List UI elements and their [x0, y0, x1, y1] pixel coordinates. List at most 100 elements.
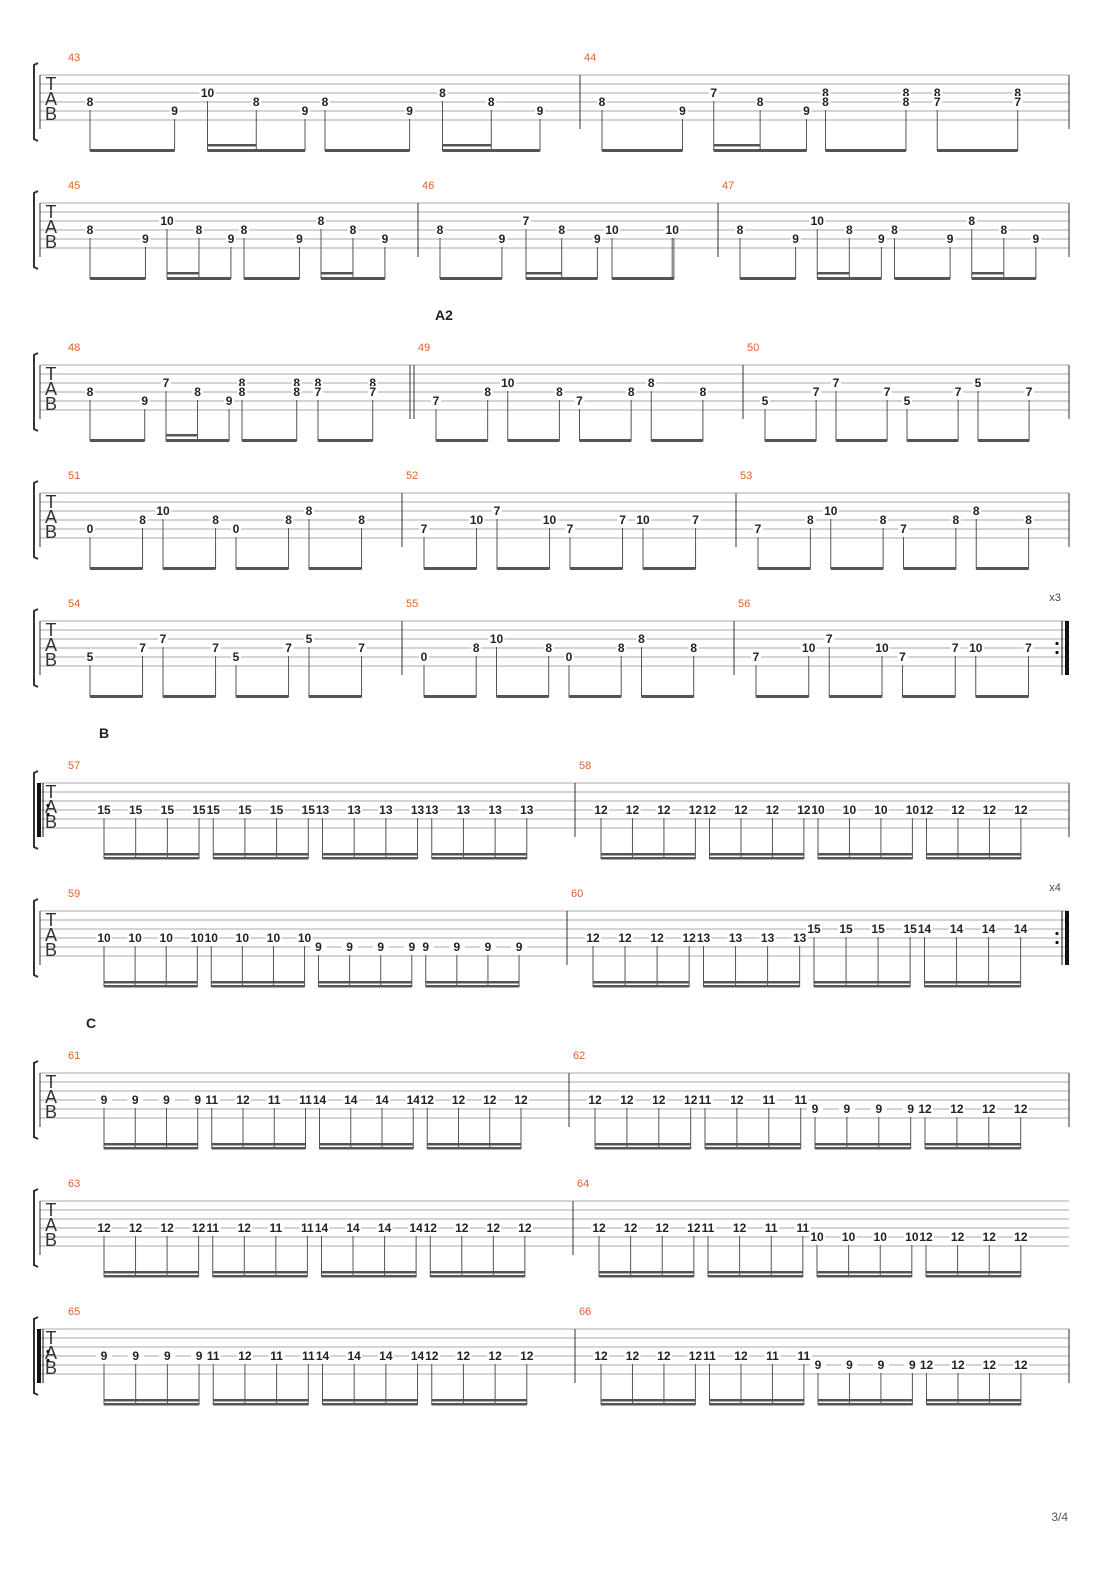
- fret-background: [735, 224, 745, 236]
- fret-background: [649, 932, 666, 944]
- fret-background: [437, 87, 448, 99]
- fret-number: 7: [494, 504, 501, 518]
- beam: [90, 277, 146, 280]
- fret-background: [966, 215, 977, 227]
- beam: [207, 149, 306, 152]
- beam-16th: [708, 1271, 803, 1274]
- fret-number: 7: [433, 394, 440, 408]
- fret-background: [949, 804, 966, 816]
- beam: [319, 1147, 414, 1150]
- fret-background: [367, 377, 378, 389]
- fret-background: [685, 1222, 702, 1234]
- fret-background: [159, 1222, 176, 1234]
- fret-number: 12: [586, 931, 600, 945]
- beam-16th: [431, 853, 527, 856]
- fret-number: 12: [689, 1349, 703, 1363]
- fret-number: 15: [238, 803, 252, 817]
- fret-number: 9: [408, 940, 415, 954]
- beam: [431, 1403, 527, 1406]
- fret-number: 9: [315, 940, 322, 954]
- fret-number: 9: [947, 232, 954, 246]
- fret-background: [556, 224, 567, 236]
- fret-number: 15: [207, 803, 221, 817]
- fret-background: [763, 1222, 780, 1234]
- fret-background: [294, 233, 305, 245]
- fret-number: 9: [878, 232, 885, 246]
- fret-number: 8: [628, 385, 635, 399]
- fret-background: [512, 1094, 529, 1106]
- fret-number: 9: [846, 1358, 853, 1372]
- measure-number: 62: [573, 1050, 585, 1062]
- fret-number: 10: [824, 504, 838, 518]
- beam: [211, 1147, 306, 1150]
- tab-clef-letter: T: [46, 492, 57, 512]
- fret-background: [753, 523, 763, 535]
- fret-number: 11: [268, 1093, 281, 1107]
- fret-background: [760, 395, 770, 407]
- fret-number: 13: [348, 803, 362, 817]
- fret-background: [541, 514, 558, 526]
- beam: [595, 1147, 691, 1150]
- fret-number: 13: [520, 803, 534, 817]
- fret-number: 9: [679, 104, 686, 118]
- beam: [978, 439, 1030, 442]
- fret-number: 12: [657, 803, 671, 817]
- beam: [236, 567, 289, 570]
- fret-background: [435, 224, 445, 236]
- fret-background: [210, 642, 221, 654]
- fret-background: [404, 105, 415, 117]
- tab-clef-letter: A: [45, 1087, 57, 1107]
- fret-background: [1012, 1359, 1029, 1371]
- fret-number: 12: [238, 1221, 252, 1235]
- fret-background: [654, 1222, 671, 1234]
- fret-background: [687, 804, 704, 816]
- fret-background: [346, 804, 363, 816]
- beam: [643, 567, 696, 570]
- beam: [90, 149, 175, 152]
- fret-background: [485, 1222, 502, 1234]
- fret-number: 12: [487, 1221, 501, 1235]
- tab-clef-letter: B: [45, 104, 57, 124]
- fret-background: [300, 105, 311, 117]
- fret-background: [981, 1359, 998, 1371]
- beam: [601, 1403, 696, 1406]
- section-label: B: [99, 725, 109, 741]
- fret-background: [409, 1350, 426, 1362]
- beam: [907, 439, 959, 442]
- fret-number: 10: [298, 931, 312, 945]
- fret-number: 10: [875, 641, 889, 655]
- fret-number: 11: [762, 1093, 775, 1107]
- fret-background: [479, 941, 496, 953]
- beam-16th: [817, 1271, 912, 1274]
- beam-16th: [925, 1143, 1021, 1146]
- tab-clef-letter: T: [46, 620, 57, 640]
- fret-background: [1012, 96, 1023, 108]
- fret-background: [973, 377, 983, 389]
- tab-clef-letter: B: [45, 812, 57, 832]
- fret-background: [85, 96, 95, 108]
- fret-number: 14: [918, 922, 932, 936]
- fret-number: 7: [934, 95, 941, 109]
- fret-number: 13: [697, 931, 711, 945]
- fret-background: [792, 1094, 809, 1106]
- beam: [496, 695, 549, 698]
- fret-number: 9: [101, 1349, 108, 1363]
- fret-background: [1012, 1231, 1029, 1243]
- fret-background: [918, 804, 935, 816]
- fret-number: 15: [807, 922, 821, 936]
- fret-background: [950, 514, 961, 526]
- fret-number: 10: [97, 931, 111, 945]
- fret-background: [268, 1350, 285, 1362]
- fret-background: [283, 642, 294, 654]
- fret-background: [189, 1094, 206, 1106]
- fret-number: 8: [293, 376, 300, 390]
- fret-number: 7: [315, 385, 322, 399]
- measure-number: 59: [68, 888, 80, 900]
- fret-number: 7: [833, 376, 840, 390]
- measure-number: 43: [68, 52, 80, 64]
- fret-number: 9: [132, 1093, 139, 1107]
- fret-number: 9: [163, 1093, 170, 1107]
- fret-background: [650, 1094, 667, 1106]
- beam: [104, 1275, 199, 1278]
- fret-number: 7: [1026, 385, 1033, 399]
